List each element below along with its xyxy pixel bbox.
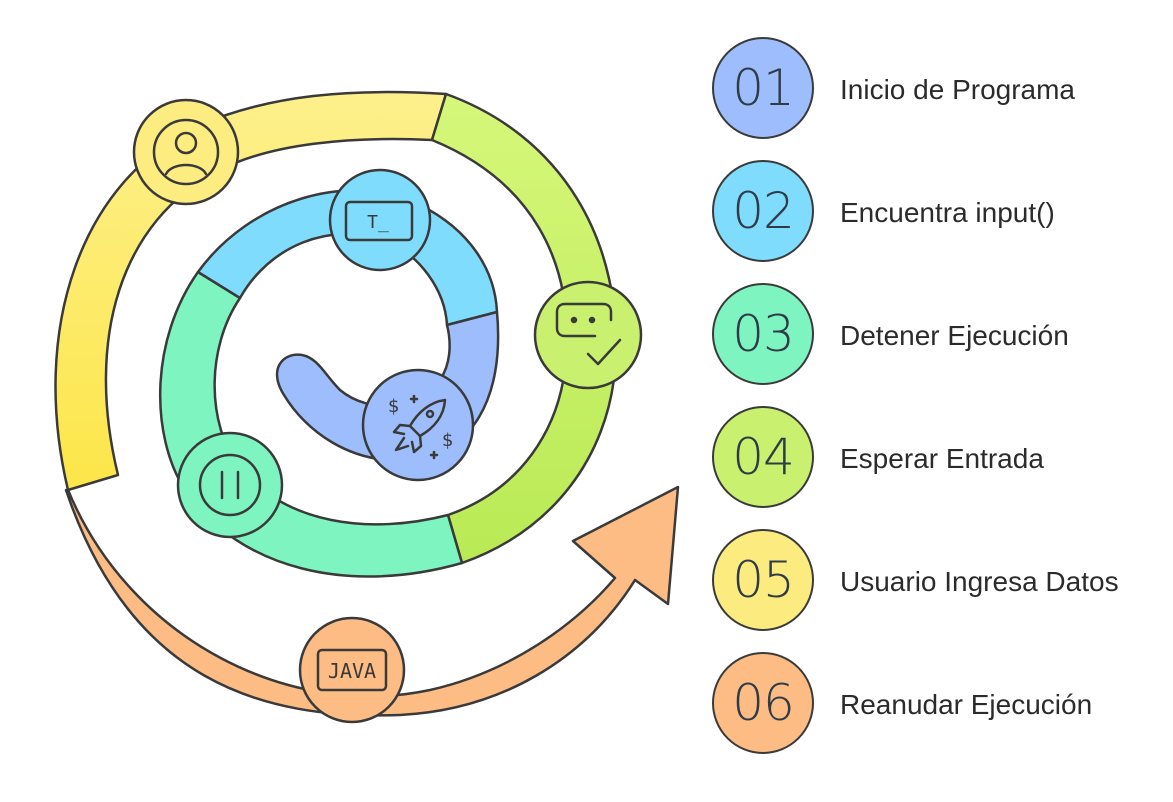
step-label-04: Esperar Entrada bbox=[840, 443, 1044, 474]
step-label-02: Encuentra input() bbox=[840, 197, 1055, 228]
java-icon-text: JAVA bbox=[328, 659, 376, 683]
step-number-circle-05: 05 bbox=[712, 529, 814, 631]
legend-item-03: 03 Detener Ejecución bbox=[712, 283, 1162, 389]
legend-item-06: 06 Reanudar Ejecución bbox=[712, 652, 1162, 758]
terminal-icon-text: T_ bbox=[367, 212, 389, 233]
step-number-04: 04 bbox=[732, 428, 795, 486]
java-icon bbox=[316, 648, 388, 692]
java-icon-circle bbox=[298, 616, 406, 724]
step-number-circle-06: 06 bbox=[712, 652, 814, 754]
spiral-segment-06 bbox=[64, 485, 680, 717]
svg-text:$: $ bbox=[388, 396, 399, 417]
step-label-05: Usuario Ingresa Datos bbox=[840, 566, 1119, 597]
legend-item-02: 02 Encuentra input() bbox=[712, 160, 1162, 266]
step-number-circle-03: 03 bbox=[712, 283, 814, 385]
step-label-06: Reanudar Ejecución bbox=[840, 689, 1093, 720]
legend-item-04: 04 Esperar Entrada bbox=[712, 406, 1162, 512]
step-number-03: 03 bbox=[732, 305, 795, 363]
step-number-02: 02 bbox=[732, 182, 795, 240]
rocket-icon-circle bbox=[361, 368, 475, 482]
step-number-circle-01: 01 bbox=[712, 37, 814, 139]
legend-item-01: 01 Inicio de Programa bbox=[712, 37, 1162, 143]
terminal-icon-circle bbox=[328, 168, 432, 272]
spiral-diagram: $ $ T_ JA bbox=[54, 90, 680, 724]
step-label-03: Detener Ejecución bbox=[840, 320, 1069, 351]
step-label-01: Inicio de Programa bbox=[840, 74, 1076, 105]
input-check-icon bbox=[555, 302, 622, 366]
pause-icon-circle bbox=[176, 431, 284, 539]
legend-item-05: 05 Usuario Ingresa Datos bbox=[712, 529, 1162, 635]
terminal-icon bbox=[344, 200, 414, 242]
user-icon bbox=[152, 118, 220, 186]
step-number-01: 01 bbox=[732, 59, 795, 117]
step-number-06: 06 bbox=[732, 674, 795, 732]
step-number-05: 05 bbox=[732, 551, 795, 609]
step-number-circle-02: 02 bbox=[712, 160, 814, 262]
svg-text:$: $ bbox=[442, 430, 453, 451]
pause-icon bbox=[198, 453, 262, 517]
step-number-circle-04: 04 bbox=[712, 406, 814, 508]
rocket-icon: $ $ bbox=[388, 394, 453, 460]
